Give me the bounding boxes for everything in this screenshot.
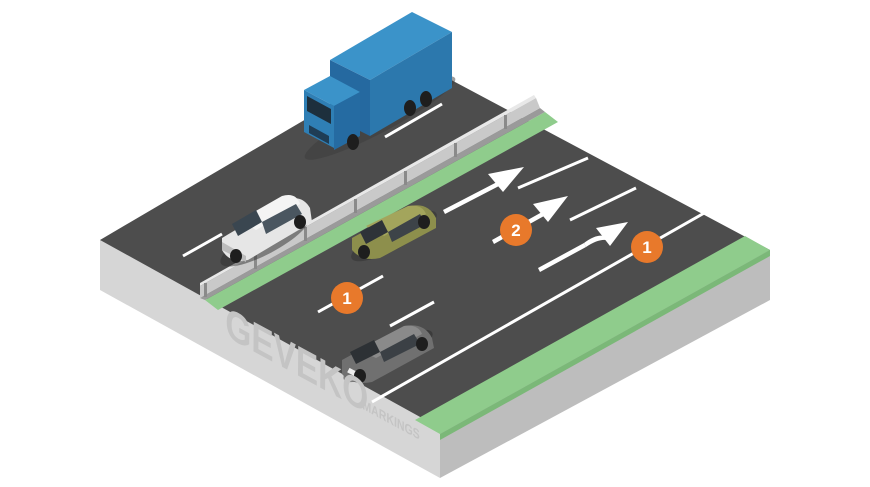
badge-number: 2 (511, 221, 520, 240)
suv-wheel (230, 249, 242, 263)
badge-circle (500, 214, 532, 246)
truck-cab-top (304, 76, 360, 106)
lower-dash-b1 (389, 300, 435, 328)
badge-number: 1 (342, 289, 351, 308)
grey-sedan (342, 325, 434, 383)
truck (304, 12, 456, 160)
truck-windshield (307, 96, 331, 124)
guardrail-posts (204, 115, 507, 297)
badge-circle (631, 231, 663, 263)
sedan-wheel (354, 369, 366, 383)
white-suv (220, 195, 312, 267)
slab-front-face (100, 240, 440, 478)
green-shoulder-right (415, 236, 770, 434)
badge-lane-right: 1 (331, 282, 363, 314)
slab-side-face (440, 250, 770, 478)
badge-lane-left: 1 (631, 231, 663, 263)
hatch-wheel (358, 245, 370, 259)
green-shoulder-right-edge (440, 250, 770, 440)
median-green (205, 112, 558, 310)
hatch-windshield (360, 220, 388, 244)
sedan-side-window (380, 334, 420, 362)
sedan-wheel (416, 337, 428, 351)
suv-side-window (262, 204, 302, 234)
sedan-windshield (350, 340, 380, 364)
olive-hatchback (351, 205, 437, 262)
lower-dash-b2 (569, 186, 637, 222)
suv-windshield (232, 210, 262, 236)
badge-circle (331, 282, 363, 314)
road-surface (100, 58, 770, 428)
badge-lane-middle: 2 (500, 214, 532, 246)
straight-arrow-top (443, 167, 524, 214)
truck-wheel (420, 91, 432, 107)
badge-number: 1 (642, 238, 651, 257)
truck-wheel (404, 100, 416, 116)
guardrail-base (200, 108, 545, 300)
truck-cargo-top (330, 12, 452, 80)
truck-grille (309, 125, 329, 144)
hatch-wheel (418, 215, 430, 229)
upper-dash-2 (384, 102, 443, 139)
hatch-side-window (388, 214, 426, 242)
lower-dash-a2 (517, 156, 589, 190)
suv-wheel (294, 215, 306, 229)
truck-cargo-side (370, 32, 452, 136)
merge-arrow (538, 222, 628, 272)
truck-wheel (347, 134, 359, 150)
upper-dash-1 (182, 232, 223, 258)
